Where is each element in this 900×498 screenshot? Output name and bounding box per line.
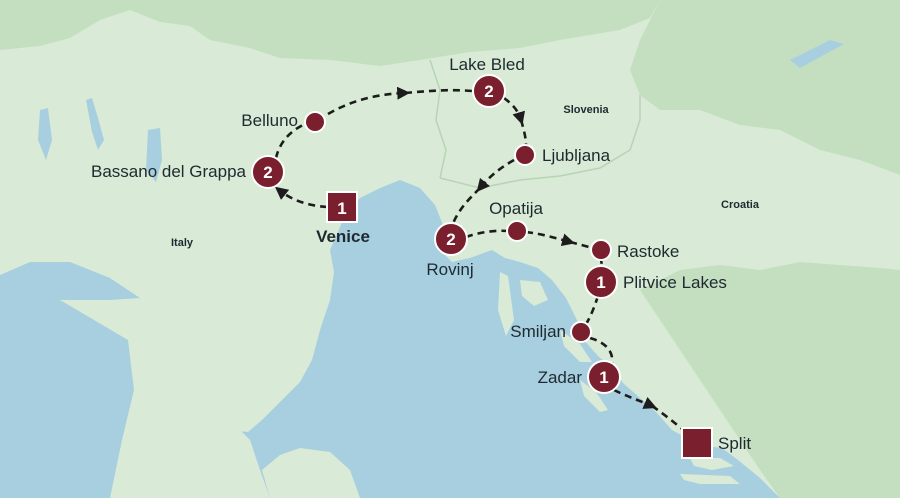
label-rovinj: Rovinj (426, 260, 473, 279)
stop-rastoke[interactable]: Rastoke (590, 239, 679, 261)
belluno-marker (304, 111, 326, 133)
route-bled-ljubljana-2 (519, 119, 528, 147)
zadar-nights: 1 (599, 368, 608, 387)
lake-bled-marker (472, 74, 506, 108)
label-smiljan: Smiljan (510, 322, 566, 341)
island-cres (498, 272, 514, 336)
northern-land (0, 0, 660, 66)
venice-nights: 1 (337, 199, 346, 218)
zadar-marker (587, 360, 621, 394)
plitvice-marker (584, 265, 618, 299)
stop-split[interactable]: Split (681, 427, 751, 459)
label-plitvice: Plitvice Lakes (623, 273, 727, 292)
gargano-land (262, 448, 360, 498)
route-mid-bled (404, 88, 473, 95)
stop-plitvice[interactable]: 1 Plitvice Lakes (584, 265, 727, 299)
bassano-marker (251, 155, 285, 189)
island-brac (690, 458, 734, 470)
lake-garda (146, 128, 162, 182)
western-sea (0, 300, 130, 498)
rovinj-nights: 2 (446, 230, 455, 249)
smiljan-marker (570, 321, 592, 343)
route-zadar-split-1 (613, 388, 657, 409)
label-split: Split (718, 434, 751, 453)
stop-ljubljana[interactable]: Ljubljana (514, 144, 611, 166)
label-bassano: Bassano del Grappa (91, 162, 247, 181)
route-venice-bassano (274, 186, 328, 209)
ljubljana-marker (514, 144, 536, 166)
label-lake-bled: Lake Bled (449, 55, 525, 74)
label-ljubljana: Ljubljana (542, 146, 611, 165)
border-italy-slovenia (429, 59, 447, 179)
stop-opatija[interactable]: Opatija (489, 199, 543, 242)
plitvice-nights: 1 (596, 273, 605, 292)
lake-balaton (790, 40, 844, 68)
stop-lake-bled[interactable]: 2 Lake Bled (449, 55, 525, 108)
route-belluno-mid (327, 86, 411, 116)
island-krk (520, 280, 548, 306)
stop-rovinj[interactable]: 2 Rovinj (426, 222, 474, 279)
label-venice: Venice (316, 227, 370, 246)
stop-belluno[interactable]: Belluno (241, 111, 326, 133)
south-east-land (640, 262, 900, 498)
country-label-croatia: Croatia (721, 199, 760, 211)
route-ljubljana-rovinj (476, 158, 515, 192)
island-hvar (680, 474, 740, 484)
lake-maggiore (38, 108, 52, 160)
opatija-marker (506, 220, 528, 242)
island-pag (560, 330, 592, 362)
italian-peninsula (60, 298, 270, 498)
island-dugi (580, 380, 608, 412)
route-opatija-rastoke-2 (569, 240, 593, 250)
rovinj-marker (434, 222, 468, 256)
label-zadar: Zadar (538, 368, 583, 387)
venice-square-marker (326, 191, 358, 223)
stop-smiljan[interactable]: Smiljan (510, 321, 592, 343)
route-ljubljana-rovinj-2 (450, 187, 481, 227)
lake-bled-nights: 2 (484, 82, 493, 101)
route-rovinj-opatija (465, 229, 509, 239)
label-belluno: Belluno (241, 111, 298, 130)
stop-bassano[interactable]: 2 Bassano del Grappa (91, 155, 285, 189)
country-label-slovenia: Slovenia (563, 104, 609, 116)
route-opatija-rastoke (525, 230, 575, 247)
stop-zadar[interactable]: 1 Zadar (538, 360, 621, 394)
label-opatija: Opatija (489, 199, 543, 218)
rastoke-marker (590, 239, 612, 261)
route-smiljan-zadar (589, 336, 614, 365)
route-bled-ljubljana (503, 96, 525, 125)
split-square-marker (681, 427, 713, 459)
stop-venice[interactable]: 1 Venice (316, 191, 370, 246)
lake-como (86, 98, 104, 150)
bassano-nights: 2 (263, 163, 272, 182)
country-label-italy: Italy (171, 237, 194, 249)
label-rastoke: Rastoke (617, 242, 679, 261)
route-plitvice-smiljan (584, 295, 600, 325)
